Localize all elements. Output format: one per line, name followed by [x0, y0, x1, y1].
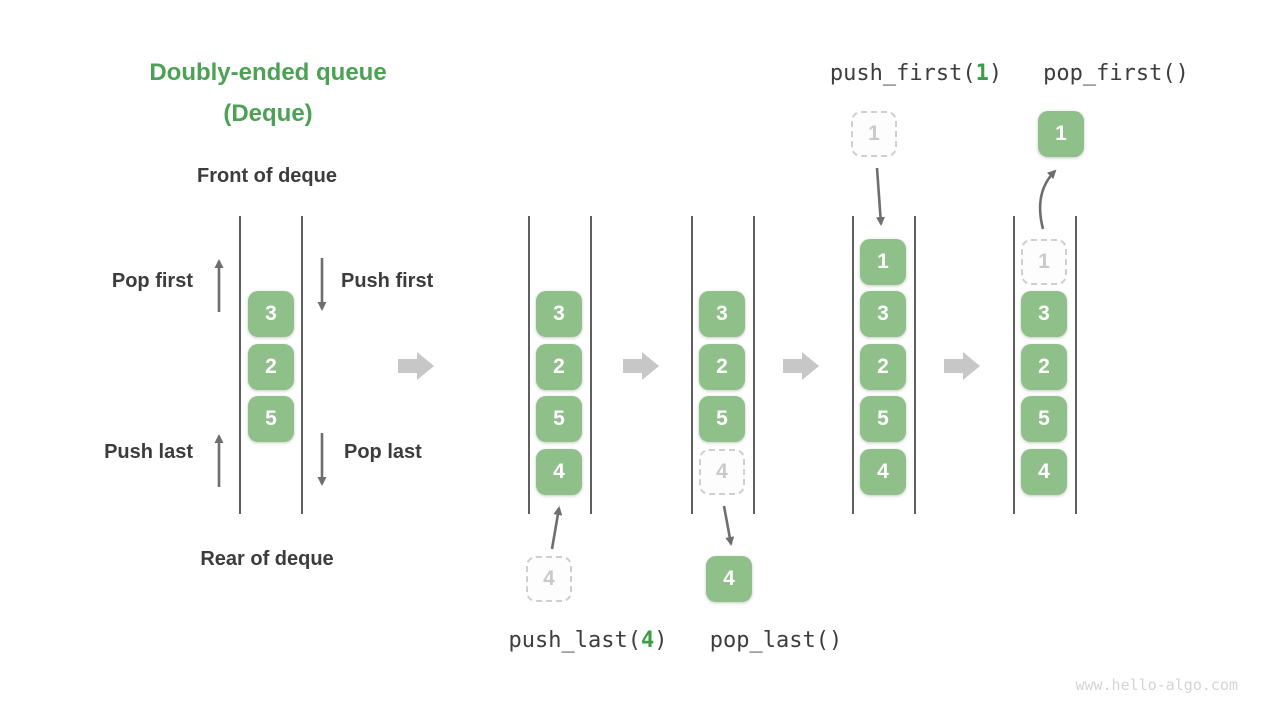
- push-first-insert-arrow-icon: [875, 167, 885, 226]
- flow-arrow-icon: [783, 352, 819, 380]
- removed-first-cell: 1: [1021, 239, 1067, 285]
- code-arg: 1: [975, 61, 989, 86]
- popped-last-cell: 4: [706, 556, 752, 602]
- code-arg: 4: [640, 628, 655, 653]
- deque-cell: 2: [248, 344, 294, 390]
- queue3-left-wall: [691, 216, 693, 514]
- deque-cell: 2: [860, 344, 906, 390]
- deque-cell: 1: [860, 239, 906, 285]
- queue4-right-wall: [914, 216, 916, 514]
- flow-arrow-icon: [944, 352, 980, 380]
- pop-first-label: Pop first: [111, 270, 193, 292]
- rear-of-deque-label: Rear of deque: [200, 548, 334, 570]
- deque-cell: 5: [860, 396, 906, 442]
- code-text: ): [654, 628, 668, 653]
- deque-cell: 4: [536, 449, 582, 495]
- deque-cell: 3: [699, 291, 745, 337]
- flow-arrow-icon: [398, 352, 434, 380]
- queue2-left-wall: [528, 216, 530, 514]
- deque-cell: 2: [536, 344, 582, 390]
- push-last-code-label: push_last(4): [509, 628, 668, 653]
- flow-arrow-icon: [623, 352, 659, 380]
- pop-first-code-label: pop_first(): [1043, 61, 1189, 86]
- deque-cell: 4: [860, 449, 906, 495]
- pop-first-remove-arrow-icon: [1038, 169, 1057, 230]
- push-last-label: Push last: [104, 441, 193, 463]
- deque-cell: 4: [1021, 449, 1067, 495]
- code-text: pop_first(): [1043, 61, 1189, 86]
- staged-push-last-cell: 4: [526, 556, 572, 602]
- push-first-label: Push first: [341, 270, 434, 292]
- removed-last-cell: 4: [699, 449, 745, 495]
- queue2-right-wall: [590, 216, 592, 514]
- staged-push-first-cell: 1: [851, 111, 897, 157]
- push-first-code-label: push_first(1): [830, 61, 1002, 86]
- deque-cell: 3: [248, 291, 294, 337]
- queue5-right-wall: [1075, 216, 1077, 514]
- code-text: push_first(: [829, 61, 976, 86]
- pop-last-code-label: pop_last(): [710, 628, 842, 653]
- deque-cell: 3: [860, 291, 906, 337]
- watermark: www.hello-algo.com: [1075, 676, 1238, 694]
- code-text: push_last(: [508, 628, 641, 653]
- pop-last-remove-arrow-icon: [722, 505, 735, 546]
- page-title-line2: (Deque): [223, 100, 313, 127]
- queue3-right-wall: [753, 216, 755, 514]
- deque-cell: 2: [1021, 344, 1067, 390]
- deque-cell: 5: [1021, 396, 1067, 442]
- queue1-left-wall: [239, 216, 241, 514]
- queue1-right-wall: [301, 216, 303, 514]
- pop-last-label: Pop last: [344, 441, 422, 463]
- deque-cell: 5: [248, 396, 294, 442]
- deque-cell: 3: [536, 291, 582, 337]
- popped-first-cell: 1: [1038, 111, 1084, 157]
- deque-cell: 3: [1021, 291, 1067, 337]
- push-last-insert-arrow-icon: [550, 506, 563, 550]
- queue5-left-wall: [1013, 216, 1015, 514]
- deque-cell: 2: [699, 344, 745, 390]
- queue4-left-wall: [852, 216, 854, 514]
- deque-cell: 5: [699, 396, 745, 442]
- front-of-deque-label: Front of deque: [197, 165, 337, 187]
- code-text: pop_last(): [709, 628, 843, 653]
- deque-cell: 5: [536, 396, 582, 442]
- page-title-line1: Doubly-ended queue: [149, 59, 387, 86]
- code-text: ): [988, 61, 1003, 86]
